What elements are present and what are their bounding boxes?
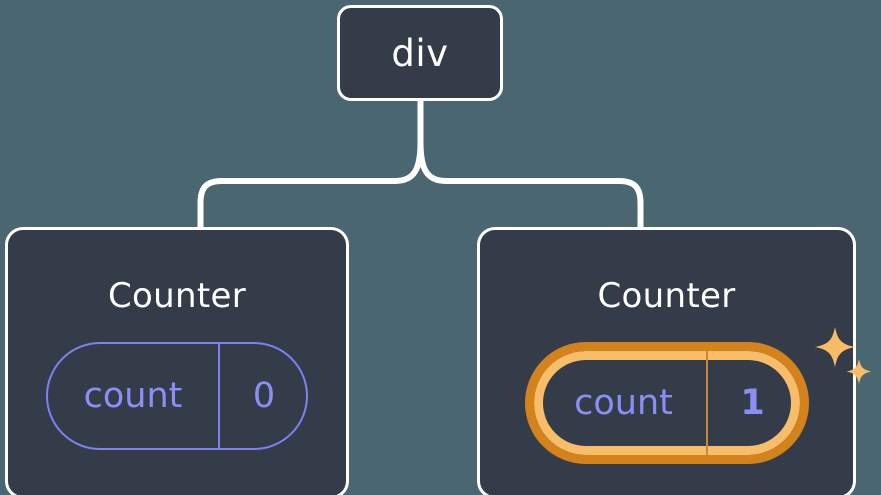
- node-counter-left[interactable]: Counter count 0: [5, 227, 349, 495]
- sparkle-icon-small: [846, 359, 871, 384]
- root-node-label: div: [391, 31, 449, 75]
- counter-left-title: Counter: [108, 276, 246, 316]
- state-key-label: count: [83, 375, 183, 416]
- state-pill-count-left[interactable]: count 0: [46, 342, 308, 450]
- sparkle-icon-large: [814, 327, 855, 367]
- state-key-label: count: [574, 382, 673, 423]
- node-counter-right[interactable]: Counter count 1: [477, 227, 871, 495]
- connector-to-right-child: [417, 141, 644, 229]
- state-pill-count-right-highlighted[interactable]: count 1: [524, 342, 809, 464]
- state-value-label: 0: [218, 344, 308, 448]
- sparkles-group: [814, 327, 871, 384]
- node-root-div[interactable]: div: [337, 5, 503, 101]
- counter-right-title: Counter: [597, 276, 736, 316]
- state-value-label: 1: [705, 351, 798, 455]
- counter-right-state-wrap: count 1: [524, 327, 871, 464]
- connector-to-left-child: [197, 141, 424, 229]
- counter-left-state-wrap: count 0: [46, 342, 308, 450]
